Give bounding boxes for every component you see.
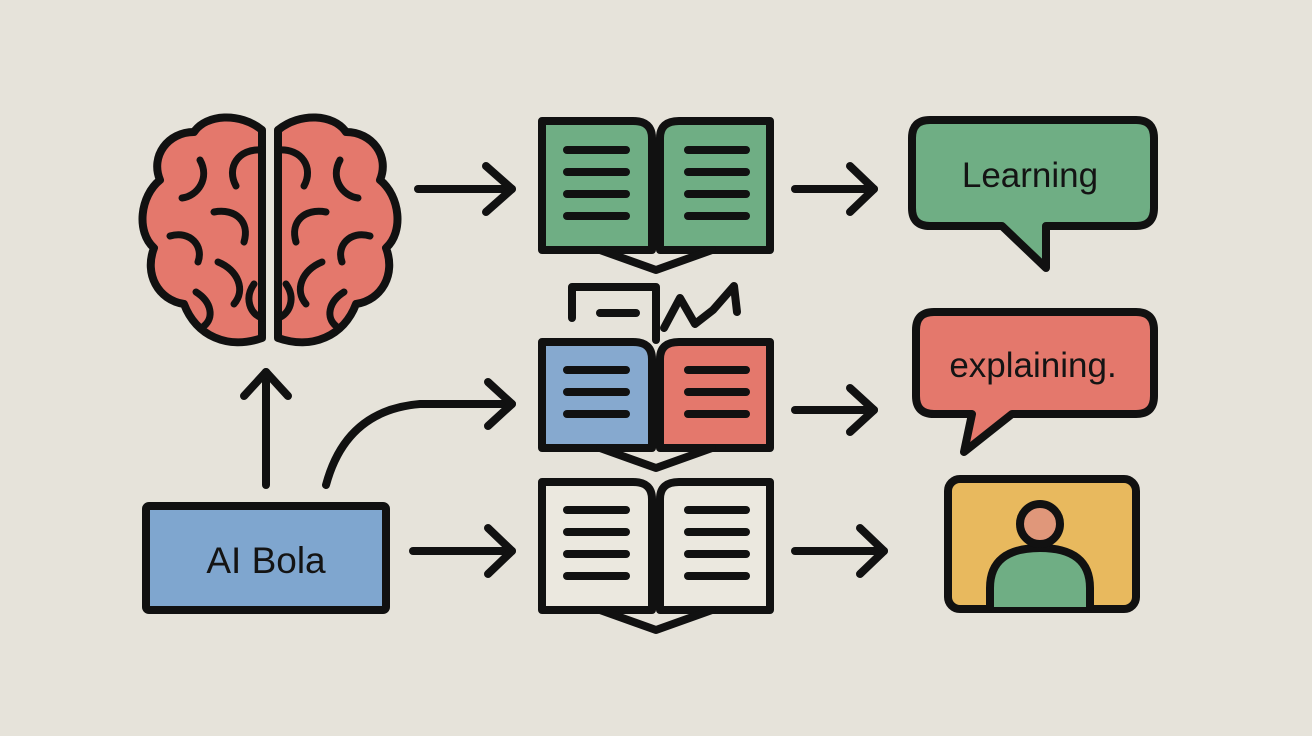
- user-profile-icon: [944, 475, 1140, 613]
- book-green-text-lines: [563, 146, 750, 220]
- arrow-brain-to-book: [414, 162, 516, 216]
- book-green: [538, 117, 774, 274]
- speech-bubble-icon: [912, 308, 1158, 456]
- speech-bubble-learning: Learning: [908, 116, 1158, 272]
- brain-icon: [138, 113, 402, 347]
- arrows: [240, 162, 888, 578]
- brain-folds: [166, 146, 374, 330]
- source-label: AI Bola: [206, 540, 326, 581]
- bubble-learning-text: Learning: [962, 156, 1098, 195]
- source-box: [142, 502, 390, 614]
- book-plain-left-page: [538, 478, 656, 614]
- source-node: AI Bola: [142, 502, 390, 614]
- chart-icon: [568, 282, 741, 344]
- book-green-right-page: [656, 117, 774, 254]
- book-blue-red: [538, 338, 774, 472]
- book-blue-red-spine: [596, 444, 716, 472]
- book-plain-right-page: [656, 478, 774, 614]
- bubble-explaining-text: explaining.: [949, 346, 1116, 385]
- arrow-book-to-learning: [791, 162, 878, 216]
- arrow-book-to-explaining: [791, 384, 878, 436]
- book-green-left-page: [538, 117, 656, 254]
- speech-bubble-explaining: explaining.: [912, 308, 1158, 456]
- book-plain-spine: [596, 606, 716, 634]
- arrow-source-curve-to-book: [322, 378, 516, 489]
- arrow-source-to-brain: [240, 368, 292, 489]
- arrow-book-to-profile: [791, 524, 888, 578]
- book-plain-text-lines: [563, 506, 750, 580]
- arrow-source-to-book: [409, 524, 516, 578]
- book-green-spine: [596, 246, 716, 274]
- speech-bubble-icon: [908, 116, 1158, 272]
- person-body: [986, 544, 1094, 611]
- book-plain: [538, 478, 774, 634]
- person-head: [1016, 500, 1064, 548]
- book-blue-red-text-lines: [563, 366, 750, 418]
